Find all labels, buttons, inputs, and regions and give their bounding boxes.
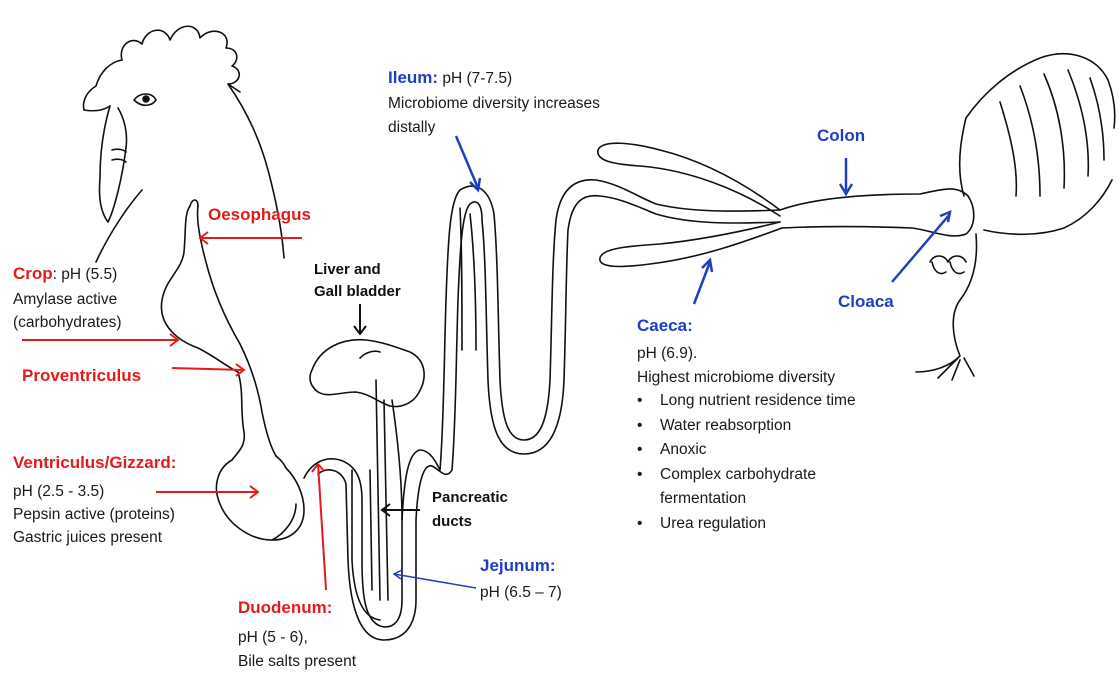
caeca-bullet-item: Anoxic xyxy=(635,438,856,463)
liver-drawing xyxy=(310,340,424,407)
colon-label: Colon xyxy=(817,126,865,146)
ileum-title: Ileum: xyxy=(388,68,438,87)
gizzard-pepsin-text: Pepsin active (proteins) xyxy=(13,503,175,527)
gizzard-title: Ventriculus/Gizzard: xyxy=(13,453,176,473)
colon-drawing xyxy=(780,189,974,236)
caeca-bullet-item: Urea regulation xyxy=(635,512,856,537)
oesophagus-label: Oesophagus xyxy=(208,205,311,225)
black-arrows xyxy=(354,304,420,516)
jejunum-title: Jejunum: xyxy=(480,556,556,576)
proventriculus-label: Proventriculus xyxy=(22,366,141,386)
ileum-block: Ileum: pH (7-7.5) xyxy=(388,66,512,91)
rooster-tail-drawing xyxy=(916,54,1115,380)
crop-title: Crop xyxy=(13,264,53,283)
pancreatic-label-line2: ducts xyxy=(432,512,472,532)
crop-carbohydrates-text: (carbohydrates) xyxy=(13,311,122,335)
proventriculus-arrow xyxy=(172,368,244,370)
duodenum-bile-text: Bile salts present xyxy=(238,650,356,674)
jejunum-arrow xyxy=(394,574,476,588)
gizzard-ph-text: pH (2.5 - 3.5) xyxy=(13,480,104,504)
ileum-ph: pH (7-7.5) xyxy=(438,70,512,87)
crop-amylase-text: Amylase active xyxy=(13,288,117,312)
ileum-diversity-text: Microbiome diversity increases xyxy=(388,92,600,116)
rooster-head-drawing xyxy=(84,26,285,262)
pancreatic-label-line1: Pancreatic xyxy=(432,488,508,508)
duodenum-arrow xyxy=(318,464,326,590)
caeca-function-list: Long nutrient residence time Water reabs… xyxy=(635,389,856,536)
cloaca-arrow xyxy=(892,214,950,282)
caeca-title: Caeca: xyxy=(637,316,693,336)
caeca-bullet-continuation: fermentation xyxy=(635,487,856,512)
caeca-arrow xyxy=(694,262,710,304)
liver-label-line1: Liver and xyxy=(314,260,381,280)
crop-block: Crop: pH (5.5) xyxy=(13,262,117,287)
caeca-bullet-item: Long nutrient residence time xyxy=(635,389,856,414)
cloaca-label: Cloaca xyxy=(838,292,894,312)
gizzard-gastric-text: Gastric juices present xyxy=(13,526,162,550)
caeca-bullet-item: Complex carbohydrate xyxy=(635,463,856,488)
duodenum-ph-text: pH (5 - 6), xyxy=(238,626,308,650)
caeca-drawing xyxy=(598,143,782,266)
caeca-diversity-text: Highest microbiome diversity xyxy=(637,366,835,390)
jejunum-ph-text: pH (6.5 – 7) xyxy=(480,581,562,605)
ileum-distally-text: distally xyxy=(388,116,435,140)
duodenum-title: Duodenum: xyxy=(238,598,332,618)
crop-ph: pH (5.5) xyxy=(57,266,117,283)
caeca-bullet-item: Water reabsorption xyxy=(635,414,856,439)
ileum-arrow xyxy=(456,136,478,188)
caeca-ph-text: pH (6.9). xyxy=(637,342,697,366)
liver-label-line2: Gall bladder xyxy=(314,282,401,302)
